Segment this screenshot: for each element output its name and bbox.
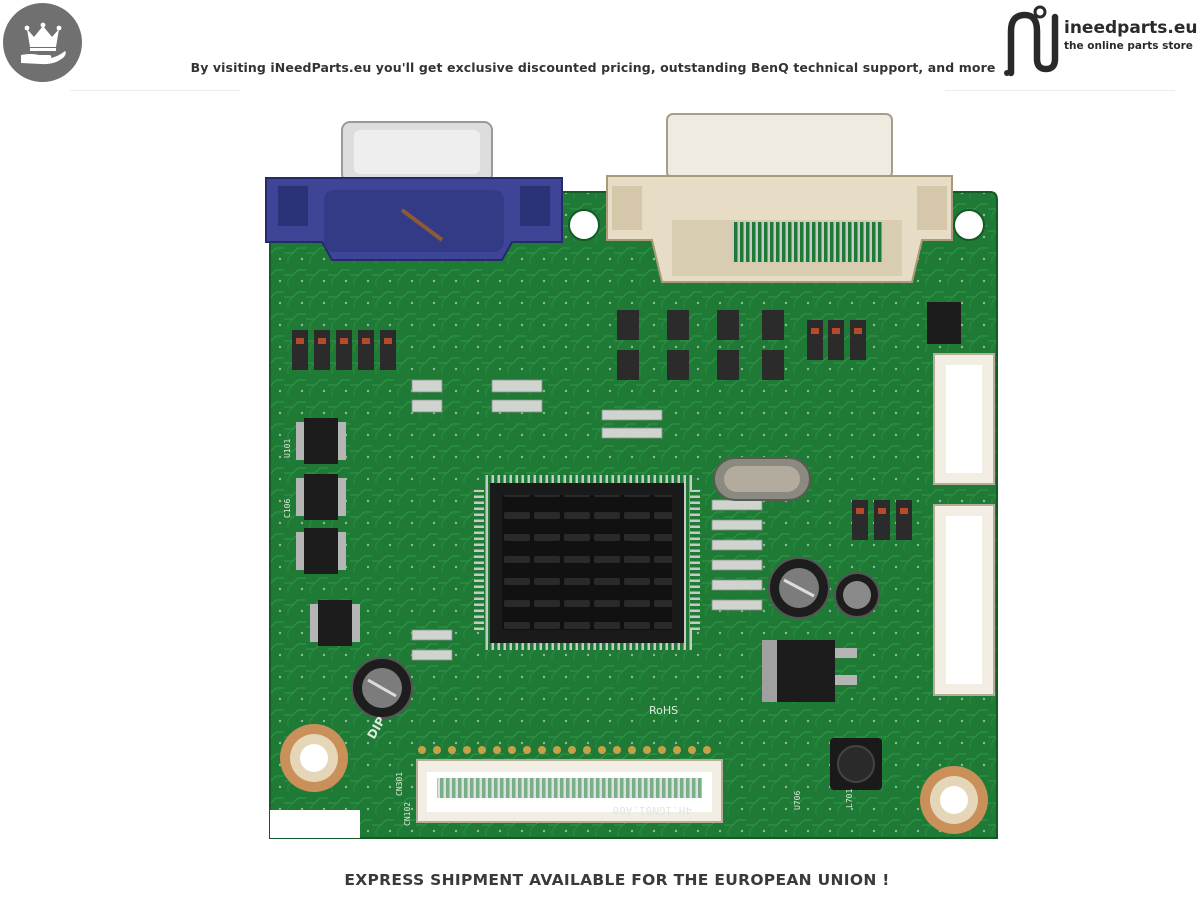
n-plug-logo-icon: [1004, 5, 1059, 77]
c106-label: C106: [283, 499, 292, 518]
crown-on-hand-icon: [20, 22, 66, 64]
cn301-label: CN301: [395, 772, 404, 796]
divider: [945, 90, 1175, 91]
header-tagline: By visiting iNeedParts.eu you'll get exc…: [190, 60, 996, 75]
board-code-label: 4H.1GN01.A00: [613, 804, 692, 817]
divider: [70, 90, 240, 91]
cn102-label: CN102: [403, 802, 412, 826]
brand-name: ineedparts.eu: [1064, 18, 1198, 38]
brand-subtitle: the online parts store: [1064, 40, 1193, 52]
crown-badge: [3, 3, 82, 82]
u706-label: U706: [793, 791, 802, 810]
l701-label: L701: [845, 789, 854, 808]
rohs-mark: RoHS: [649, 704, 678, 717]
main-board-photo: 4H.1GN01.A00 RoHS DIP CN301 CN102 L701 U…: [265, 113, 998, 839]
shipping-notice: EXPRESS SHIPMENT AVAILABLE FOR THE EUROP…: [344, 871, 890, 889]
u101-label: U101: [283, 439, 292, 458]
